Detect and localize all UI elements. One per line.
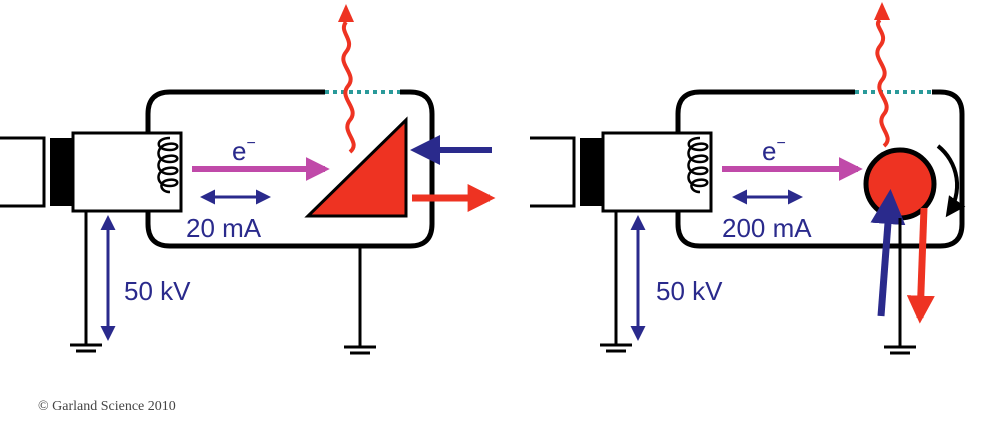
- tube-housing: [675, 89, 965, 249]
- copyright-text: © Garland Science 2010: [38, 399, 176, 414]
- xray-arrowhead: [874, 2, 890, 20]
- filament-icon: [687, 136, 709, 194]
- anode-target: [304, 116, 408, 218]
- insulator: [580, 138, 603, 206]
- ground-icon: [884, 345, 916, 355]
- ground-icon: [600, 343, 632, 353]
- current-label: 200 mA: [722, 213, 812, 243]
- sealed-tube: e− 20 mA 50 kV: [0, 4, 496, 355]
- filament-icon: [157, 136, 179, 194]
- cable-connector: [530, 136, 576, 208]
- insulator: [50, 138, 73, 206]
- rotation-arrow-icon: [936, 144, 966, 218]
- current-label: 20 mA: [186, 213, 262, 243]
- voltage-label: 50 kV: [656, 276, 723, 306]
- voltage-label: 50 kV: [124, 276, 191, 306]
- ground-icon: [70, 343, 102, 353]
- coolant-out-arrow: [906, 207, 935, 324]
- xray-wavy-arrow: [341, 20, 356, 154]
- xray-arrowhead: [338, 4, 354, 22]
- ground-icon: [344, 345, 376, 355]
- cable-connector: [0, 136, 46, 208]
- xray-wavy-arrow: [875, 18, 890, 148]
- coolant-in-arrow: [870, 189, 906, 317]
- tube-housing: [145, 89, 435, 249]
- rotating-anode-disc: [863, 147, 937, 221]
- rotating-anode-tube: e− 200 mA 50 kV: [530, 2, 966, 355]
- electron-label: e−: [232, 135, 256, 166]
- electron-label: e−: [762, 135, 786, 166]
